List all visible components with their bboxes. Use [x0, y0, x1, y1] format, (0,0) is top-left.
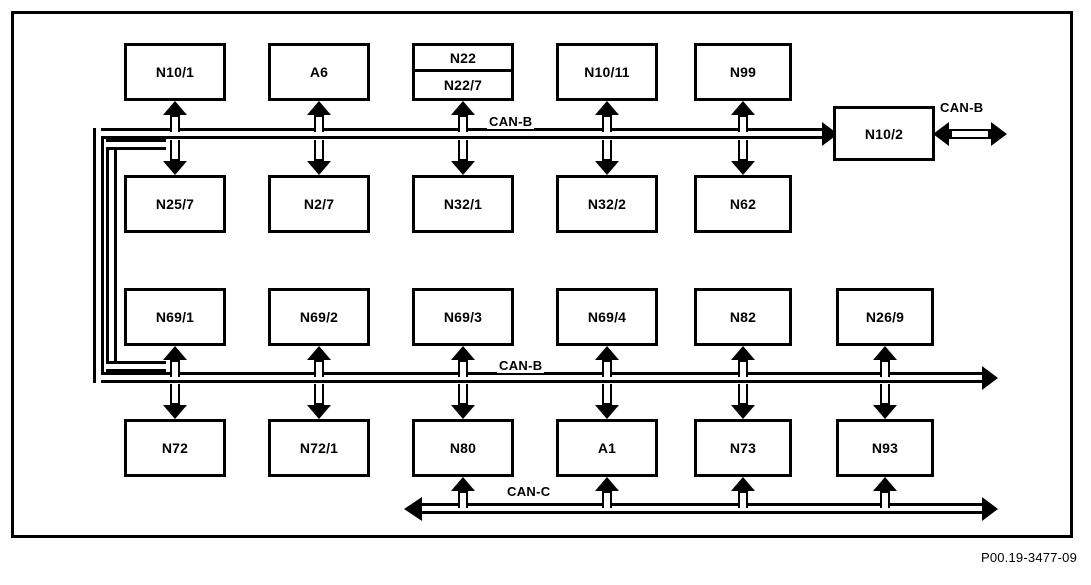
connector-up-n93-can-c: [872, 476, 898, 508]
node-n80[interactable]: N80: [412, 419, 514, 477]
connector-down-n25-7: [162, 140, 188, 176]
can-b-loop-inner-corner-top: [109, 142, 149, 147]
node-label: N62: [729, 196, 757, 212]
can-b-loop-inner-vertical: [106, 139, 117, 372]
node-label: N82: [729, 309, 757, 325]
connector-up-n22: [450, 100, 476, 132]
connector-up-n99: [730, 100, 756, 132]
node-n73[interactable]: N73: [694, 419, 792, 477]
figure-caption: P00.19-3477-09: [980, 550, 1077, 565]
can-b-loop-outer-vertical: [93, 128, 104, 383]
node-label: N10/11: [584, 64, 630, 80]
node-label: A6: [309, 64, 329, 80]
bus-label-can-b-right: CAN-B: [938, 100, 986, 115]
node-n32-1[interactable]: N32/1: [412, 175, 514, 233]
can-c-bus-right-arrowhead: [982, 493, 1004, 525]
node-n69-2[interactable]: N69/2: [268, 288, 370, 346]
can-b-loop-inner-corner-bottom: [109, 364, 149, 369]
node-n69-3[interactable]: N69/3: [412, 288, 514, 346]
node-a1[interactable]: A1: [556, 419, 658, 477]
can-c-bus: [414, 503, 990, 514]
connector-can-b-external: [932, 118, 1008, 150]
node-label: N22: [449, 49, 477, 66]
node-label: N32/2: [587, 196, 627, 212]
connector-down-n32-1: [450, 140, 476, 176]
node-n26-9[interactable]: N26/9: [836, 288, 934, 346]
connector-down-n72-1: [306, 384, 332, 420]
node-n72-1[interactable]: N72/1: [268, 419, 370, 477]
bus-label-can-c: CAN-C: [505, 484, 553, 499]
node-n2-7[interactable]: N2/7: [268, 175, 370, 233]
connector-up-n80-can-c: [450, 476, 476, 508]
connector-down-a1: [594, 384, 620, 420]
connector-up-n82: [730, 345, 756, 377]
node-n62[interactable]: N62: [694, 175, 792, 233]
bus-label-can-b-top: CAN-B: [487, 114, 535, 129]
can-b-lower-bus: [93, 372, 990, 383]
node-label: N26/9: [865, 309, 905, 325]
node-n72[interactable]: N72: [124, 419, 226, 477]
node-label: N32/1: [443, 196, 483, 212]
node-label: N69/4: [587, 309, 627, 325]
node-label: N93: [871, 440, 899, 456]
connector-up-n69-4: [594, 345, 620, 377]
can-c-bus-left-arrowhead: [398, 493, 422, 525]
connector-up-n69-2: [306, 345, 332, 377]
node-n10-11[interactable]: N10/11: [556, 43, 658, 101]
connector-down-n93: [872, 384, 898, 420]
connector-up-n10-1: [162, 100, 188, 132]
node-a6[interactable]: A6: [268, 43, 370, 101]
connector-up-n73-can-c: [730, 476, 756, 508]
node-label: N73: [729, 440, 757, 456]
node-n22-upper-cell: N22: [415, 46, 511, 72]
node-n82[interactable]: N82: [694, 288, 792, 346]
bus-label-can-b-mid: CAN-B: [497, 358, 545, 373]
node-label: N80: [449, 440, 477, 456]
node-n99[interactable]: N99: [694, 43, 792, 101]
connector-down-n62: [730, 140, 756, 176]
node-label: N10/1: [155, 64, 195, 80]
node-label: N22/7: [443, 77, 483, 93]
node-n25-7[interactable]: N25/7: [124, 175, 226, 233]
node-label: A1: [597, 440, 617, 456]
connector-down-n2-7: [306, 140, 332, 176]
node-n22-7-lower-cell: N22/7: [415, 72, 511, 98]
node-label: N72/1: [299, 440, 339, 456]
can-b-loop-outer-corner-bottom: [96, 375, 136, 380]
connector-up-a1-can-c: [594, 476, 620, 508]
node-n10-1[interactable]: N10/1: [124, 43, 226, 101]
connector-up-n10-11: [594, 100, 620, 132]
node-n69-1[interactable]: N69/1: [124, 288, 226, 346]
can-b-lower-bus-arrowhead: [982, 362, 1004, 394]
node-n10-2[interactable]: N10/2: [833, 106, 935, 161]
node-label: N2/7: [303, 196, 335, 212]
connector-up-n26-9: [872, 345, 898, 377]
node-label: N25/7: [155, 196, 195, 212]
node-n69-4[interactable]: N69/4: [556, 288, 658, 346]
can-b-loop-outer-corner-top: [96, 131, 136, 136]
connector-up-a6: [306, 100, 332, 132]
node-label: N10/2: [864, 125, 904, 142]
node-n22[interactable]: N22 N22/7: [412, 43, 514, 101]
connector-down-n73: [730, 384, 756, 420]
connector-up-n69-1: [162, 345, 188, 377]
node-label: N69/3: [443, 309, 483, 325]
node-label: N69/2: [299, 309, 339, 325]
can-b-upper-bus-arrowhead: [822, 118, 844, 150]
connector-down-n80: [450, 384, 476, 420]
connector-down-n32-2: [594, 140, 620, 176]
node-n93[interactable]: N93: [836, 419, 934, 477]
node-label: N72: [161, 440, 189, 456]
node-label: N69/1: [155, 309, 195, 325]
node-n32-2[interactable]: N32/2: [556, 175, 658, 233]
node-label: N99: [729, 64, 757, 80]
connector-down-n72: [162, 384, 188, 420]
connector-up-n69-3: [450, 345, 476, 377]
